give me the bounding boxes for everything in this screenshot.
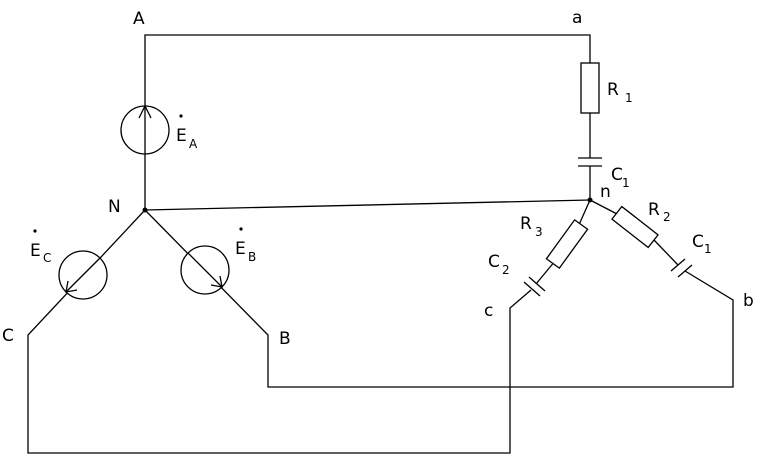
svg-text:2: 2 bbox=[502, 263, 510, 277]
svg-text:1: 1 bbox=[625, 91, 633, 105]
label-b: b bbox=[743, 291, 754, 311]
wire-C1-to-b bbox=[684, 270, 734, 338]
svg-text:C: C bbox=[488, 252, 500, 272]
svg-text:E: E bbox=[30, 241, 41, 261]
label-N: N bbox=[108, 197, 121, 217]
wire-R2-to-C1 bbox=[653, 239, 679, 266]
source-EB-icon bbox=[180, 245, 230, 295]
svg-text:E: E bbox=[235, 239, 246, 259]
wire-neutral-N-n bbox=[144, 199, 591, 211]
svg-text:C: C bbox=[692, 232, 704, 252]
label-n: n bbox=[600, 182, 611, 202]
label-R1: R 1 bbox=[607, 80, 633, 105]
capacitor-C1-top-icon bbox=[578, 157, 602, 167]
wire-N-to-B bbox=[144, 209, 734, 388]
svg-text:C: C bbox=[43, 251, 51, 265]
label-C1-top: C 1 bbox=[611, 165, 630, 190]
label-EA: E A bbox=[176, 114, 198, 151]
svg-text:R: R bbox=[520, 214, 532, 234]
wire-A-to-a bbox=[144, 34, 591, 210]
svg-text:1: 1 bbox=[622, 176, 630, 190]
source-EA-icon bbox=[120, 104, 170, 155]
capacitor-C1-right-icon bbox=[670, 258, 693, 278]
label-EB: E B bbox=[235, 227, 256, 264]
label-C2: C 2 bbox=[488, 252, 510, 277]
svg-text:R: R bbox=[648, 200, 660, 220]
label-B: B bbox=[279, 329, 291, 349]
svg-text:2: 2 bbox=[663, 210, 671, 224]
svg-text:3: 3 bbox=[535, 225, 543, 239]
capacitor-C2-icon bbox=[523, 276, 546, 297]
svg-text:1: 1 bbox=[704, 242, 712, 256]
label-a: a bbox=[572, 8, 582, 28]
wire-R3-to-C2 bbox=[535, 260, 556, 285]
node-N-dot bbox=[142, 207, 148, 213]
label-R3: R 3 bbox=[520, 214, 543, 239]
svg-text:C: C bbox=[611, 165, 623, 185]
resistor-R1-icon bbox=[580, 62, 600, 114]
wire-n-to-R3 bbox=[577, 199, 591, 228]
svg-text:B: B bbox=[248, 250, 256, 264]
svg-text:E: E bbox=[176, 126, 187, 146]
source-EC-icon bbox=[58, 250, 108, 300]
wire-n-to-R2 bbox=[589, 199, 620, 216]
svg-text:A: A bbox=[189, 137, 198, 151]
resistor-R3-icon bbox=[545, 218, 589, 270]
label-R2: R 2 bbox=[648, 200, 671, 224]
label-A: A bbox=[133, 9, 145, 29]
node-n-dot bbox=[587, 197, 593, 203]
svg-text:R: R bbox=[607, 80, 619, 100]
wire-N-to-C bbox=[27, 209, 511, 454]
label-EC: E C bbox=[30, 229, 51, 265]
wire-C2-to-c bbox=[509, 289, 532, 388]
label-C1-right: C 1 bbox=[692, 232, 712, 256]
label-c: c bbox=[484, 301, 493, 321]
label-C: C bbox=[2, 326, 14, 346]
resistor-R2-icon bbox=[611, 205, 659, 249]
